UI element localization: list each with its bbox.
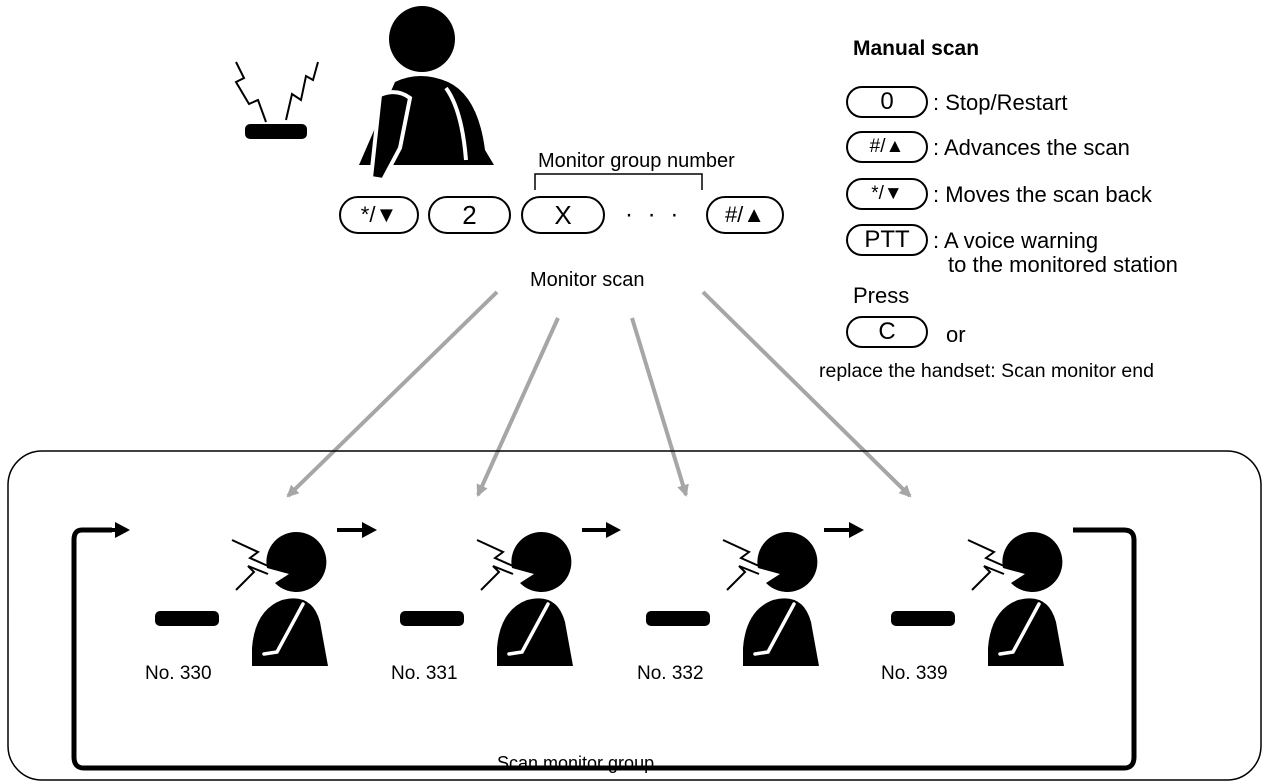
desk-unit-icon bbox=[891, 611, 955, 626]
speech-lines-icon bbox=[722, 539, 760, 567]
station-label: No. 330 bbox=[145, 663, 212, 684]
key-hash-up[interactable]: #/▲ bbox=[706, 196, 784, 234]
scan-end-text: replace the handset: Scan monitor end bbox=[819, 360, 1154, 382]
scan-loop-line bbox=[71, 527, 1137, 771]
key-2[interactable]: 2 bbox=[428, 196, 511, 234]
legend-key-star-down: */▼ bbox=[846, 178, 928, 210]
station-label: No. 332 bbox=[637, 663, 704, 684]
signal-lines-icon bbox=[234, 61, 319, 123]
legend-desc-ptt: : A voice warning bbox=[933, 228, 1099, 253]
legend-desc-hash-up: : Advances the scan bbox=[933, 135, 1130, 160]
station-label: No. 339 bbox=[881, 663, 948, 684]
scan-arrows bbox=[286, 290, 912, 498]
person-head-icon bbox=[757, 531, 818, 592]
legend-key-hash-up: #/▲ bbox=[846, 131, 928, 163]
person-body-icon bbox=[497, 598, 573, 666]
legend-desc-0: : Stop/Restart bbox=[933, 90, 1068, 115]
person-head-icon bbox=[1002, 531, 1063, 592]
legend-key-ptt: PTT bbox=[846, 224, 928, 256]
person-head-icon bbox=[266, 531, 327, 592]
flow-arrows bbox=[112, 522, 864, 538]
press-label: Press bbox=[853, 283, 910, 308]
person-body-icon bbox=[252, 598, 328, 666]
key-x[interactable]: X bbox=[521, 196, 605, 234]
group-number-label: Monitor group number bbox=[538, 150, 735, 172]
desk-unit-icon bbox=[400, 611, 464, 626]
station-label: No. 331 bbox=[391, 663, 458, 684]
legend-desc-star-down: : Moves the scan back bbox=[933, 182, 1152, 207]
legend-desc-ptt-line2: to the monitored station bbox=[948, 252, 1178, 277]
scan-monitor-group-label: Scan monitor group bbox=[497, 753, 655, 773]
operator-person-icon bbox=[359, 6, 494, 183]
or-label: or bbox=[946, 322, 966, 347]
person-body-icon bbox=[988, 598, 1064, 666]
station-figure bbox=[400, 531, 573, 666]
station-figure bbox=[891, 531, 1064, 666]
station-figure bbox=[646, 531, 819, 666]
station-figure bbox=[155, 531, 328, 666]
desk-unit-icon bbox=[155, 611, 219, 626]
legend-key-0: 0 bbox=[846, 86, 928, 118]
key-star-down[interactable]: */▼ bbox=[339, 196, 419, 234]
scan-monitor-group-box bbox=[7, 450, 1262, 781]
speech-lines-icon bbox=[967, 539, 1005, 567]
desk-unit-icon bbox=[646, 611, 710, 626]
manual-scan-title: Manual scan bbox=[853, 37, 980, 60]
speech-lines-icon bbox=[476, 539, 514, 567]
speech-lines-icon bbox=[231, 539, 269, 567]
person-body-icon bbox=[743, 598, 819, 666]
desk-unit-icon bbox=[245, 124, 307, 139]
person-head-icon bbox=[511, 531, 572, 592]
group-number-bracket bbox=[534, 173, 703, 190]
ellipsis: · · · bbox=[625, 201, 683, 228]
monitor-scan-label: Monitor scan bbox=[530, 269, 645, 291]
legend-key-c: C bbox=[846, 316, 928, 348]
